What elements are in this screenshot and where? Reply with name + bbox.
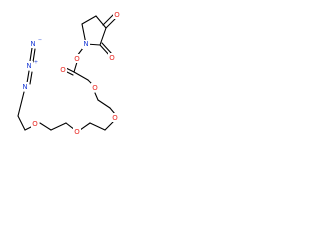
bond-azide-1-2-b (29, 71, 33, 85)
ether-oxygen-label-4: O (32, 120, 38, 128)
atom-labels: O N O O O O O O O N N + N − (21, 10, 121, 136)
bond-bottom-carbonyl-b (101, 42, 113, 55)
azide-positive-charge: + (34, 60, 38, 66)
bond-ring-c2-c3 (95, 15, 107, 29)
azide-negative-charge: − (38, 38, 42, 44)
bond-c-c-2 (89, 122, 106, 131)
bond-c-ch2 (73, 71, 89, 81)
bond-o1-c (94, 92, 99, 101)
bond-c-o4 (39, 122, 52, 131)
bond-ring-c3-c4 (99, 27, 107, 46)
azide-nitrogen-label-2: N (26, 62, 31, 70)
bond-c-o3 (79, 122, 91, 131)
bond-o2-c (104, 121, 114, 131)
oxygen-label-bottom: O (109, 54, 115, 62)
ester-oxygen-label: O (74, 55, 80, 63)
imide-nitrogen-label: N (83, 40, 88, 48)
bond-azide-2-3-a (29, 47, 33, 62)
azide-nitrogen-label-1: N (22, 83, 27, 91)
bond-ring-c1-c2 (81, 15, 97, 25)
bond-ester-o-c (73, 61, 78, 73)
ether-oxygen-label-2: O (112, 114, 118, 122)
bond-c-c-4 (17, 115, 26, 131)
azide-nitrogen-label-3: N (30, 40, 35, 48)
bond-c-c-3 (50, 122, 67, 131)
bond-azide-2-3-b (32, 48, 36, 63)
bond-ester-carbonyl-a (65, 67, 75, 73)
bond-c-c-1 (97, 99, 111, 109)
chemical-structure-diagram: O N O O O O O O O N N + N − (17, 10, 121, 136)
bond-top-carbonyl-b (102, 13, 115, 26)
bond-azide-1-2-a (26, 70, 30, 84)
ether-oxygen-label-1: O (92, 84, 98, 92)
carbonyl-oxygen-label: O (60, 66, 66, 74)
oxygen-label-top: O (114, 11, 120, 19)
ether-oxygen-label-3: O (74, 128, 80, 136)
bond-lines (17, 13, 118, 131)
bond-c-azide (17, 91, 25, 117)
